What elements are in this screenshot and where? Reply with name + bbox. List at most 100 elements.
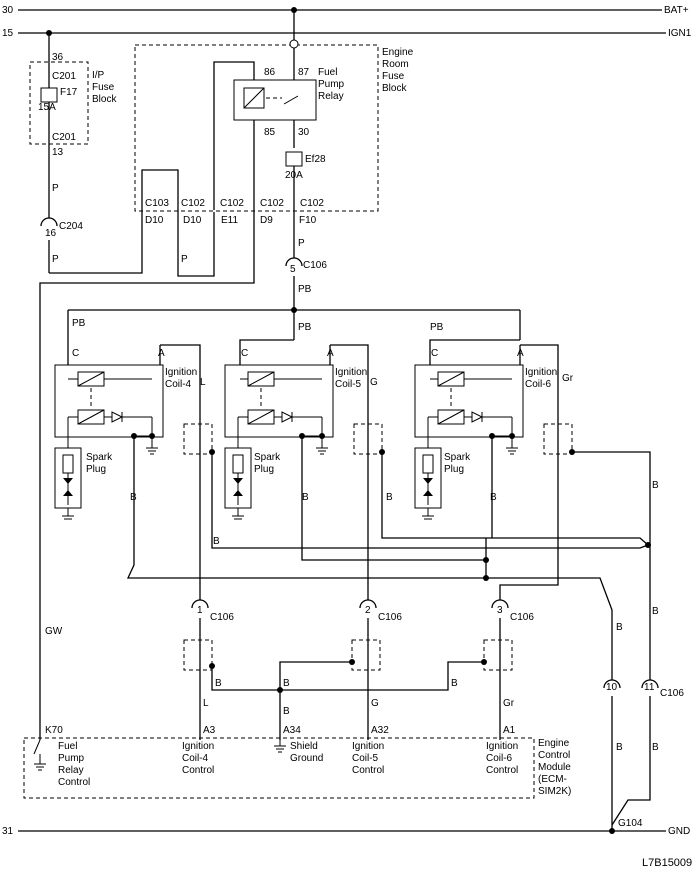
coil4-pin-a: A [158,348,165,359]
wire-color-p-2: P [52,254,59,265]
conn-c102-d: C102 [300,198,324,209]
wire-b-shield-gnd-4 [211,666,281,740]
conn-c102-a: C102 [181,198,205,209]
connector-c106-pin10-11: 10 11 C106 [603,679,684,699]
connector-c106-pin5: 5 C106 [285,257,327,275]
wire-color-pb-main: PB [298,284,312,295]
conn-c103: C103 [145,198,169,209]
k70-label-3: Relay [58,765,84,776]
wire-color-b-14: B [652,742,659,753]
relay-pin-85: 85 [264,127,276,138]
pin-d9: D9 [260,215,273,226]
c106-pin1: 1 [197,605,203,616]
coil4-pin-c: C [72,348,79,359]
gnd-rail-number: 31 [2,826,14,837]
ip-fuse-conn-bottom: C201 [52,132,76,143]
shield-sleeves-upper [183,423,575,455]
wire-color-b-7: B [652,606,659,617]
c106-pin3: 3 [497,605,503,616]
a34-label-2: Ground [290,753,323,764]
splice-icon [289,39,299,49]
fuel-pump-relay [233,79,317,121]
relay-label-3: Relay [318,91,344,102]
relay-pin-86: 86 [264,67,276,78]
ign-rail-number: 15 [2,28,14,39]
gnd-rail-label: GND [668,826,690,837]
bat-rail-label: BAT+ [664,5,689,16]
ip-fuse-label-1: I/P [92,70,105,81]
wire-color-b-2: B [302,492,309,503]
gnd-rail: 31 GND [2,826,690,837]
ignition-coil-4: C A Ignition Coil-4 L [54,344,206,455]
c106-pin5: 5 [290,264,296,275]
wire-color-pb-1: PB [72,318,86,329]
ecm-label-1: Engine [538,738,570,749]
coil6-label-2: Coil-6 [525,379,552,390]
spark-plug-4: Spark Plug [54,447,113,520]
bat-rail: 30 BAT+ [2,5,689,16]
shield-sleeves-lower [183,639,513,693]
ign-rail-label: IGN1 [668,28,692,39]
c106-label-10: C106 [660,688,684,699]
wire-color-b-4: B [386,492,393,503]
wire-color-b-6: B [652,480,659,491]
a1-label-1: Ignition [486,741,518,752]
coil6-pin-c: C [431,348,438,359]
c204-label: C204 [59,221,83,232]
wire-b-coil5 [301,436,486,561]
connector-c106-pin3: 3 C106 [491,599,534,623]
wire-p-to-c103 [49,169,179,274]
connector-c106-pin2: 2 C106 [359,599,402,623]
ecm-pin-a1: A1 [503,725,516,736]
ground-g104: G104 [618,818,643,829]
wire-color-l-2: L [203,698,209,709]
ecm-pin-k70: K70 [45,725,63,736]
wire-b-shield-6 [572,451,651,680]
ecm-label-3: Module [538,762,571,773]
wire-b-ground-10 [486,577,613,680]
ecm-label-4: (ECM- [538,774,567,785]
wire-color-g-1: G [370,377,378,388]
a32-label-1: Ignition [352,741,384,752]
c106-pin2: 2 [365,605,371,616]
wire-b-shield-gnd-6 [280,661,484,691]
ecm-label-2: Control [538,750,570,761]
fuse-f17-name: F17 [60,87,78,98]
spark-plug-4-label-2: Plug [86,464,106,475]
relay-pin-30: 30 [298,127,310,138]
a1-label-3: Control [486,765,518,776]
relay-switch-icon [283,95,299,105]
engine-fuse-label-2: Room [382,59,409,70]
wire-gw [39,210,255,740]
coil5-label-2: Coil-5 [335,379,362,390]
ecm-pin-a3: A3 [203,725,216,736]
c106-label-1: C106 [210,612,234,623]
ip-fuse-pin-top: 36 [52,52,64,63]
ign-rail: 15 IGN1 [2,28,692,39]
a32-label-2: Coil-5 [352,753,379,764]
engine-fuse-label-1: Engine [382,47,414,58]
ecm-module: Engine Control Module (ECM- SIM2K) K70 F… [23,725,571,799]
spark-plug-6-label-2: Plug [444,464,464,475]
c106-label-5: C106 [303,260,327,271]
pin-d10-a: D10 [145,215,164,226]
coil6-label-1: Ignition [525,367,557,378]
fuse-f17-icon [40,87,58,103]
ignition-coil-5: C A Ignition Coil-5 G [224,344,378,455]
relay-pin-87: 87 [298,67,310,78]
fuse-ef28-icon [285,151,303,167]
coil4-label-1: Ignition [165,367,197,378]
wire-color-gw: GW [45,626,63,637]
wire-b-coil4 [126,436,486,579]
pin-e11: E11 [221,215,238,226]
conn-c102-c: C102 [260,198,284,209]
spark-plug-5: Spark Plug [224,447,281,520]
c106-pin11: 11 [644,682,655,693]
c106-label-2: C106 [378,612,402,623]
wire-color-b-1: B [130,492,137,503]
k70-label-2: Pump [58,753,85,764]
ip-fuse-block: 36 C201 F17 15A C201 13 I/P Fuse Block P [29,30,117,218]
wire-color-pb-3: PB [430,322,444,333]
wire-color-b-11: B [283,706,290,717]
